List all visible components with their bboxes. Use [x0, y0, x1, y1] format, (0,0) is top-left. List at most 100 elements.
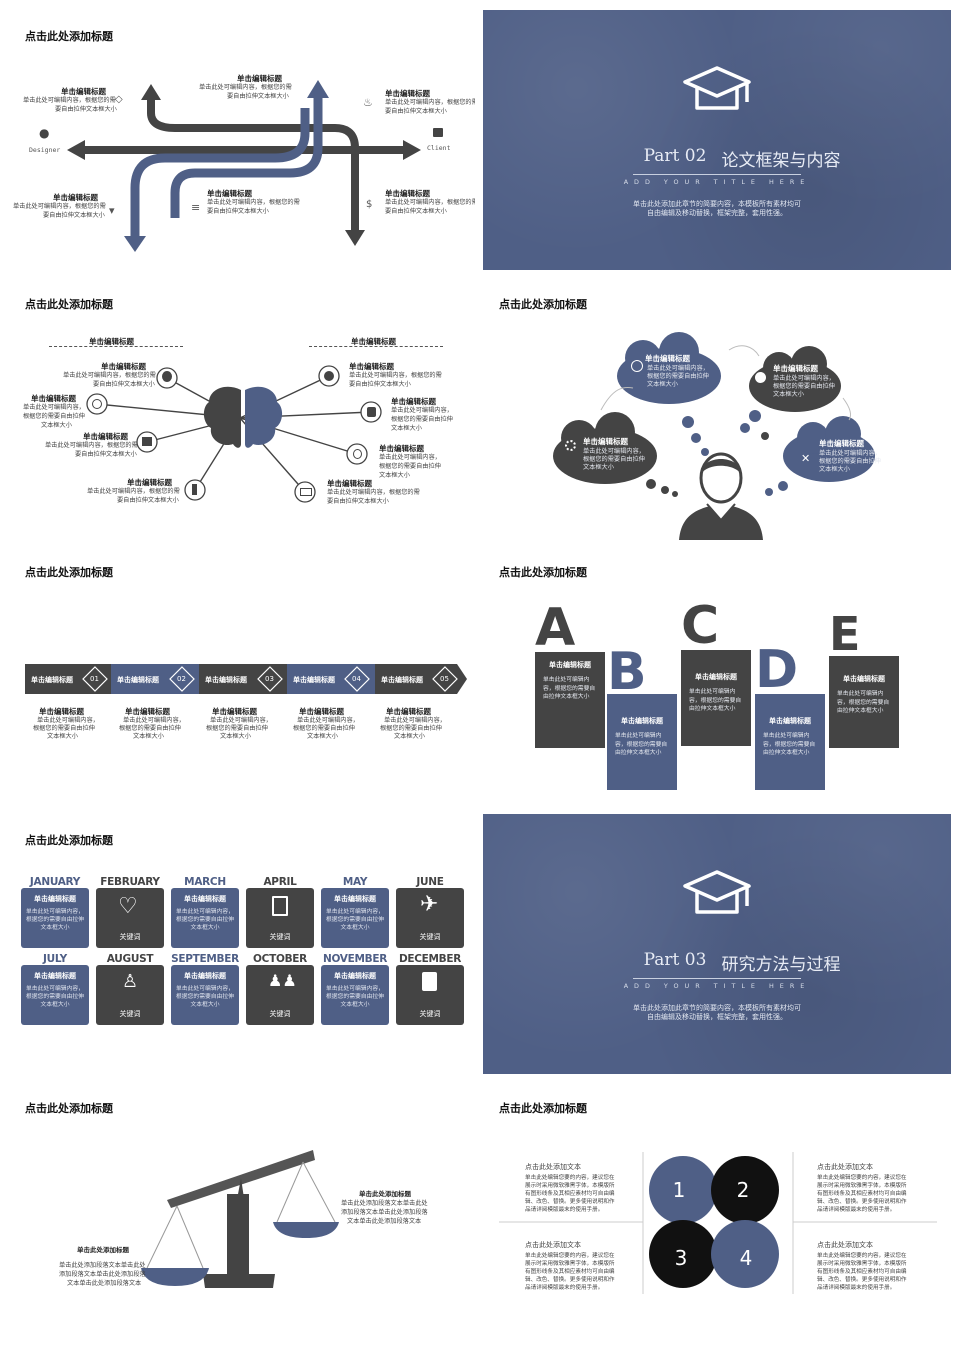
month-box[interactable]: 单击编辑标题单击此处可编辑内容，根据您的需要自由拉伸文本框大小 [171, 965, 239, 1025]
box-text: 单击此处可编辑内容，根据您的需要自由拉伸文本框大小 [176, 986, 234, 1008]
card-a[interactable]: 单击编辑标题 单击此处可编辑内容，根据您的需要自由拉伸文本框大小 [535, 652, 605, 748]
month-box[interactable]: ♡关键词 [96, 888, 164, 948]
designer-label: Designer [29, 146, 61, 154]
item-title[interactable]: 单击编辑标题 [53, 193, 98, 202]
slide-title[interactable]: 点击此处添加标题 [499, 566, 587, 579]
month-box[interactable]: 关键词 [246, 888, 314, 948]
cloud-title[interactable]: 单击编辑标题 [583, 437, 628, 446]
part-label: Part 02 [483, 146, 909, 166]
month-box[interactable]: 单击编辑标题单击此处可编辑内容，根据您的需要自由拉伸文本框大小 [21, 965, 89, 1025]
desc-text: 单击此处可编辑内容， [210, 717, 272, 724]
slide-title[interactable]: 点击此处添加标题 [25, 566, 113, 579]
slide-title[interactable]: 点击此处添加标题 [25, 1102, 113, 1115]
step-label[interactable]: 单击编辑标题 [117, 676, 159, 684]
thinking-clouds [553, 332, 875, 540]
block-title[interactable]: 点击此处添加文本 [817, 1163, 873, 1171]
cloud-title[interactable]: 单击编辑标题 [819, 439, 864, 448]
month-box[interactable]: ✈关键词 [396, 888, 464, 948]
block-title[interactable]: 点击此处添加文本 [817, 1241, 873, 1249]
item-title[interactable]: 单击编辑标题 [379, 444, 424, 453]
slide-5-process[interactable]: 点击此处添加标题 单击编辑标题 01 单击编辑标题 02 单击编辑标题 03 单… [5, 546, 475, 808]
card-d[interactable]: 单击编辑标题 单击此处可编辑内容，根据您的需要自由拉伸文本框大小 [755, 694, 825, 790]
block-text: 单击此处编辑您要的内容，建议您在 [817, 1253, 907, 1259]
month-box[interactable]: 单击编辑标题单击此处可编辑内容，根据您的需要自由拉伸文本框大小 [21, 888, 89, 948]
block-title[interactable]: 点击此处添加文本 [525, 1241, 581, 1249]
item-title[interactable]: 单击编辑标题 [349, 362, 394, 371]
slide-title[interactable]: 点击此处添加标题 [25, 30, 113, 43]
slide-7-months[interactable]: 点击此处添加标题 JANUARY 单击编辑标题单击此处可编辑内容，根据您的需要自… [5, 814, 475, 1076]
presenter-icon: ♙ [122, 971, 139, 992]
step-num: 03 [265, 675, 274, 683]
slide-9-balance[interactable]: 点击此处添加标题 单击此处添加标题 单击此处添加段落文本单击此处 添加段落文本单… [5, 1082, 475, 1344]
month-box[interactable]: 单击编辑标题单击此处可编辑内容，根据您的需要自由拉伸文本框大小 [321, 965, 389, 1025]
month-label: JULY [43, 953, 67, 965]
item-title[interactable]: 单击编辑标题 [327, 479, 372, 488]
item-title[interactable]: 单击编辑标题 [391, 397, 436, 406]
slide-4-thinking[interactable]: 点击此处添加标题 ✕ 单击编辑标题 单击此处可编辑内容， 根据您的需要自由拉伸 … [483, 278, 953, 540]
block-text: 辑、改色、替换。更多使用说明和作 [817, 1199, 907, 1205]
food-icon: ♨ [363, 96, 373, 109]
left-text: 添加段落文本单击此处添加段落 [59, 1271, 146, 1278]
month-box[interactable]: 单击编辑标题单击此处可编辑内容，根据您的需要自由拉伸文本框大小 [171, 888, 239, 948]
item-title[interactable]: 单击编辑标题 [83, 432, 128, 441]
desc-title[interactable]: 单击编辑标题 [125, 707, 170, 716]
item-title[interactable]: 单击编辑标题 [237, 74, 282, 83]
left-title[interactable]: 单击此处添加标题 [77, 1246, 129, 1254]
month-box[interactable]: ♟♟关键词 [246, 965, 314, 1025]
item-title[interactable]: 单击编辑标题 [31, 394, 76, 403]
item-title[interactable]: 单击编辑标题 [61, 87, 106, 96]
card-title: 单击编辑标题 [769, 717, 811, 725]
slide-title[interactable]: 点击此处添加标题 [25, 298, 113, 311]
block-text: 展示时采用微软雅黑字体，本模版所 [525, 1261, 615, 1267]
desc-title[interactable]: 单击编辑标题 [39, 707, 84, 716]
month-box[interactable]: 关键词 [396, 965, 464, 1025]
slide-1-arrows[interactable]: 点击此处添加标题 Designer Client ◇ ● ♨ ▾ ≡ $ 单击编… [5, 8, 475, 270]
month-box[interactable]: ♙关键词 [96, 965, 164, 1025]
month-box[interactable]: 单击编辑标题单击此处可编辑内容，根据您的需要自由拉伸文本框大小 [321, 888, 389, 948]
block-title[interactable]: 点击此处添加文本 [525, 1163, 581, 1171]
item-text: 单击此处可编辑内容，根据您的需 [13, 203, 106, 210]
right-title[interactable]: 单击此处添加标题 [359, 1190, 411, 1198]
brain-network [86, 365, 382, 503]
card-e[interactable]: 单击编辑标题 单击此处可编辑内容，根据您的需要自由拉伸文本框大小 [829, 656, 899, 748]
desc-text: 单击此处可编辑内容， [297, 717, 359, 724]
slide-3-brain[interactable]: 点击此处添加标题 单击编辑标题 单击编辑标题 单击编辑标题 单击此处可编辑内容，… [5, 278, 475, 540]
item-text: 要自由拉伸文本框大小 [55, 106, 117, 113]
subheading: ADD YOUR TITLE HERE [623, 982, 811, 990]
item-title[interactable]: 单击编辑标题 [101, 362, 146, 371]
item-title[interactable]: 单击编辑标题 [127, 478, 172, 487]
step-label[interactable]: 单击编辑标题 [31, 676, 73, 684]
slide-title[interactable]: 点击此处添加标题 [25, 834, 113, 847]
slide-6-abcde[interactable]: 点击此处添加标题 A 单击编辑标题 单击此处可编辑内容，根据您的需要自由拉伸文本… [483, 546, 953, 808]
item-title[interactable]: 单击编辑标题 [385, 89, 430, 98]
section-heading[interactable]: 研究方法与过程 [721, 955, 841, 975]
item-text: 要自由拉伸文本框大小 [207, 208, 269, 215]
slide-8-cover[interactable]: Part 03 研究方法与过程 ADD YOUR TITLE HERE 单击此处… [483, 814, 951, 1074]
right-header[interactable]: 单击编辑标题 [351, 337, 396, 346]
card-b[interactable]: 单击编辑标题 单击此处可编辑内容，根据您的需要自由拉伸文本框大小 [607, 694, 677, 790]
step-label[interactable]: 单击编辑标题 [293, 676, 335, 684]
desc-title[interactable]: 单击编辑标题 [386, 707, 431, 716]
step-label[interactable]: 单击编辑标题 [205, 676, 247, 684]
desc-text: 文本框大小 [394, 733, 425, 740]
slide-2-cover[interactable]: Part 02 论文框架与内容 ADD YOUR TITLE HERE 单击此处… [483, 10, 951, 270]
cloud-title[interactable]: 单击编辑标题 [645, 354, 690, 363]
step-num: 05 [440, 675, 449, 683]
slide-10-quad[interactable]: 点击此处添加标题 1 2 3 4 点击此处添加文本 单击此处编辑您要的内容，建议… [483, 1082, 953, 1344]
item-title[interactable]: 单击编辑标题 [385, 189, 430, 198]
cloud-title[interactable]: 单击编辑标题 [773, 364, 818, 373]
right-text: 添加段落文本单击此处添加段落 [341, 1209, 428, 1216]
left-header[interactable]: 单击编辑标题 [89, 337, 134, 346]
slide-title[interactable]: 点击此处添加标题 [499, 1102, 587, 1115]
slide-title[interactable]: 点击此处添加标题 [499, 298, 587, 311]
step-num: 02 [177, 675, 186, 683]
card-title: 单击编辑标题 [695, 673, 737, 681]
section-heading[interactable]: 论文框架与内容 [721, 151, 841, 171]
step-label[interactable]: 单击编辑标题 [381, 676, 423, 684]
desc-title[interactable]: 单击编辑标题 [299, 707, 344, 716]
palette-icon [324, 371, 334, 381]
item-title[interactable]: 单击编辑标题 [207, 189, 252, 198]
card-c[interactable]: 单击编辑标题 单击此处可编辑内容，根据您的需要自由拉伸文本框大小 [681, 650, 751, 746]
desc-title[interactable]: 单击编辑标题 [212, 707, 257, 716]
card-title: 单击编辑标题 [549, 661, 591, 669]
